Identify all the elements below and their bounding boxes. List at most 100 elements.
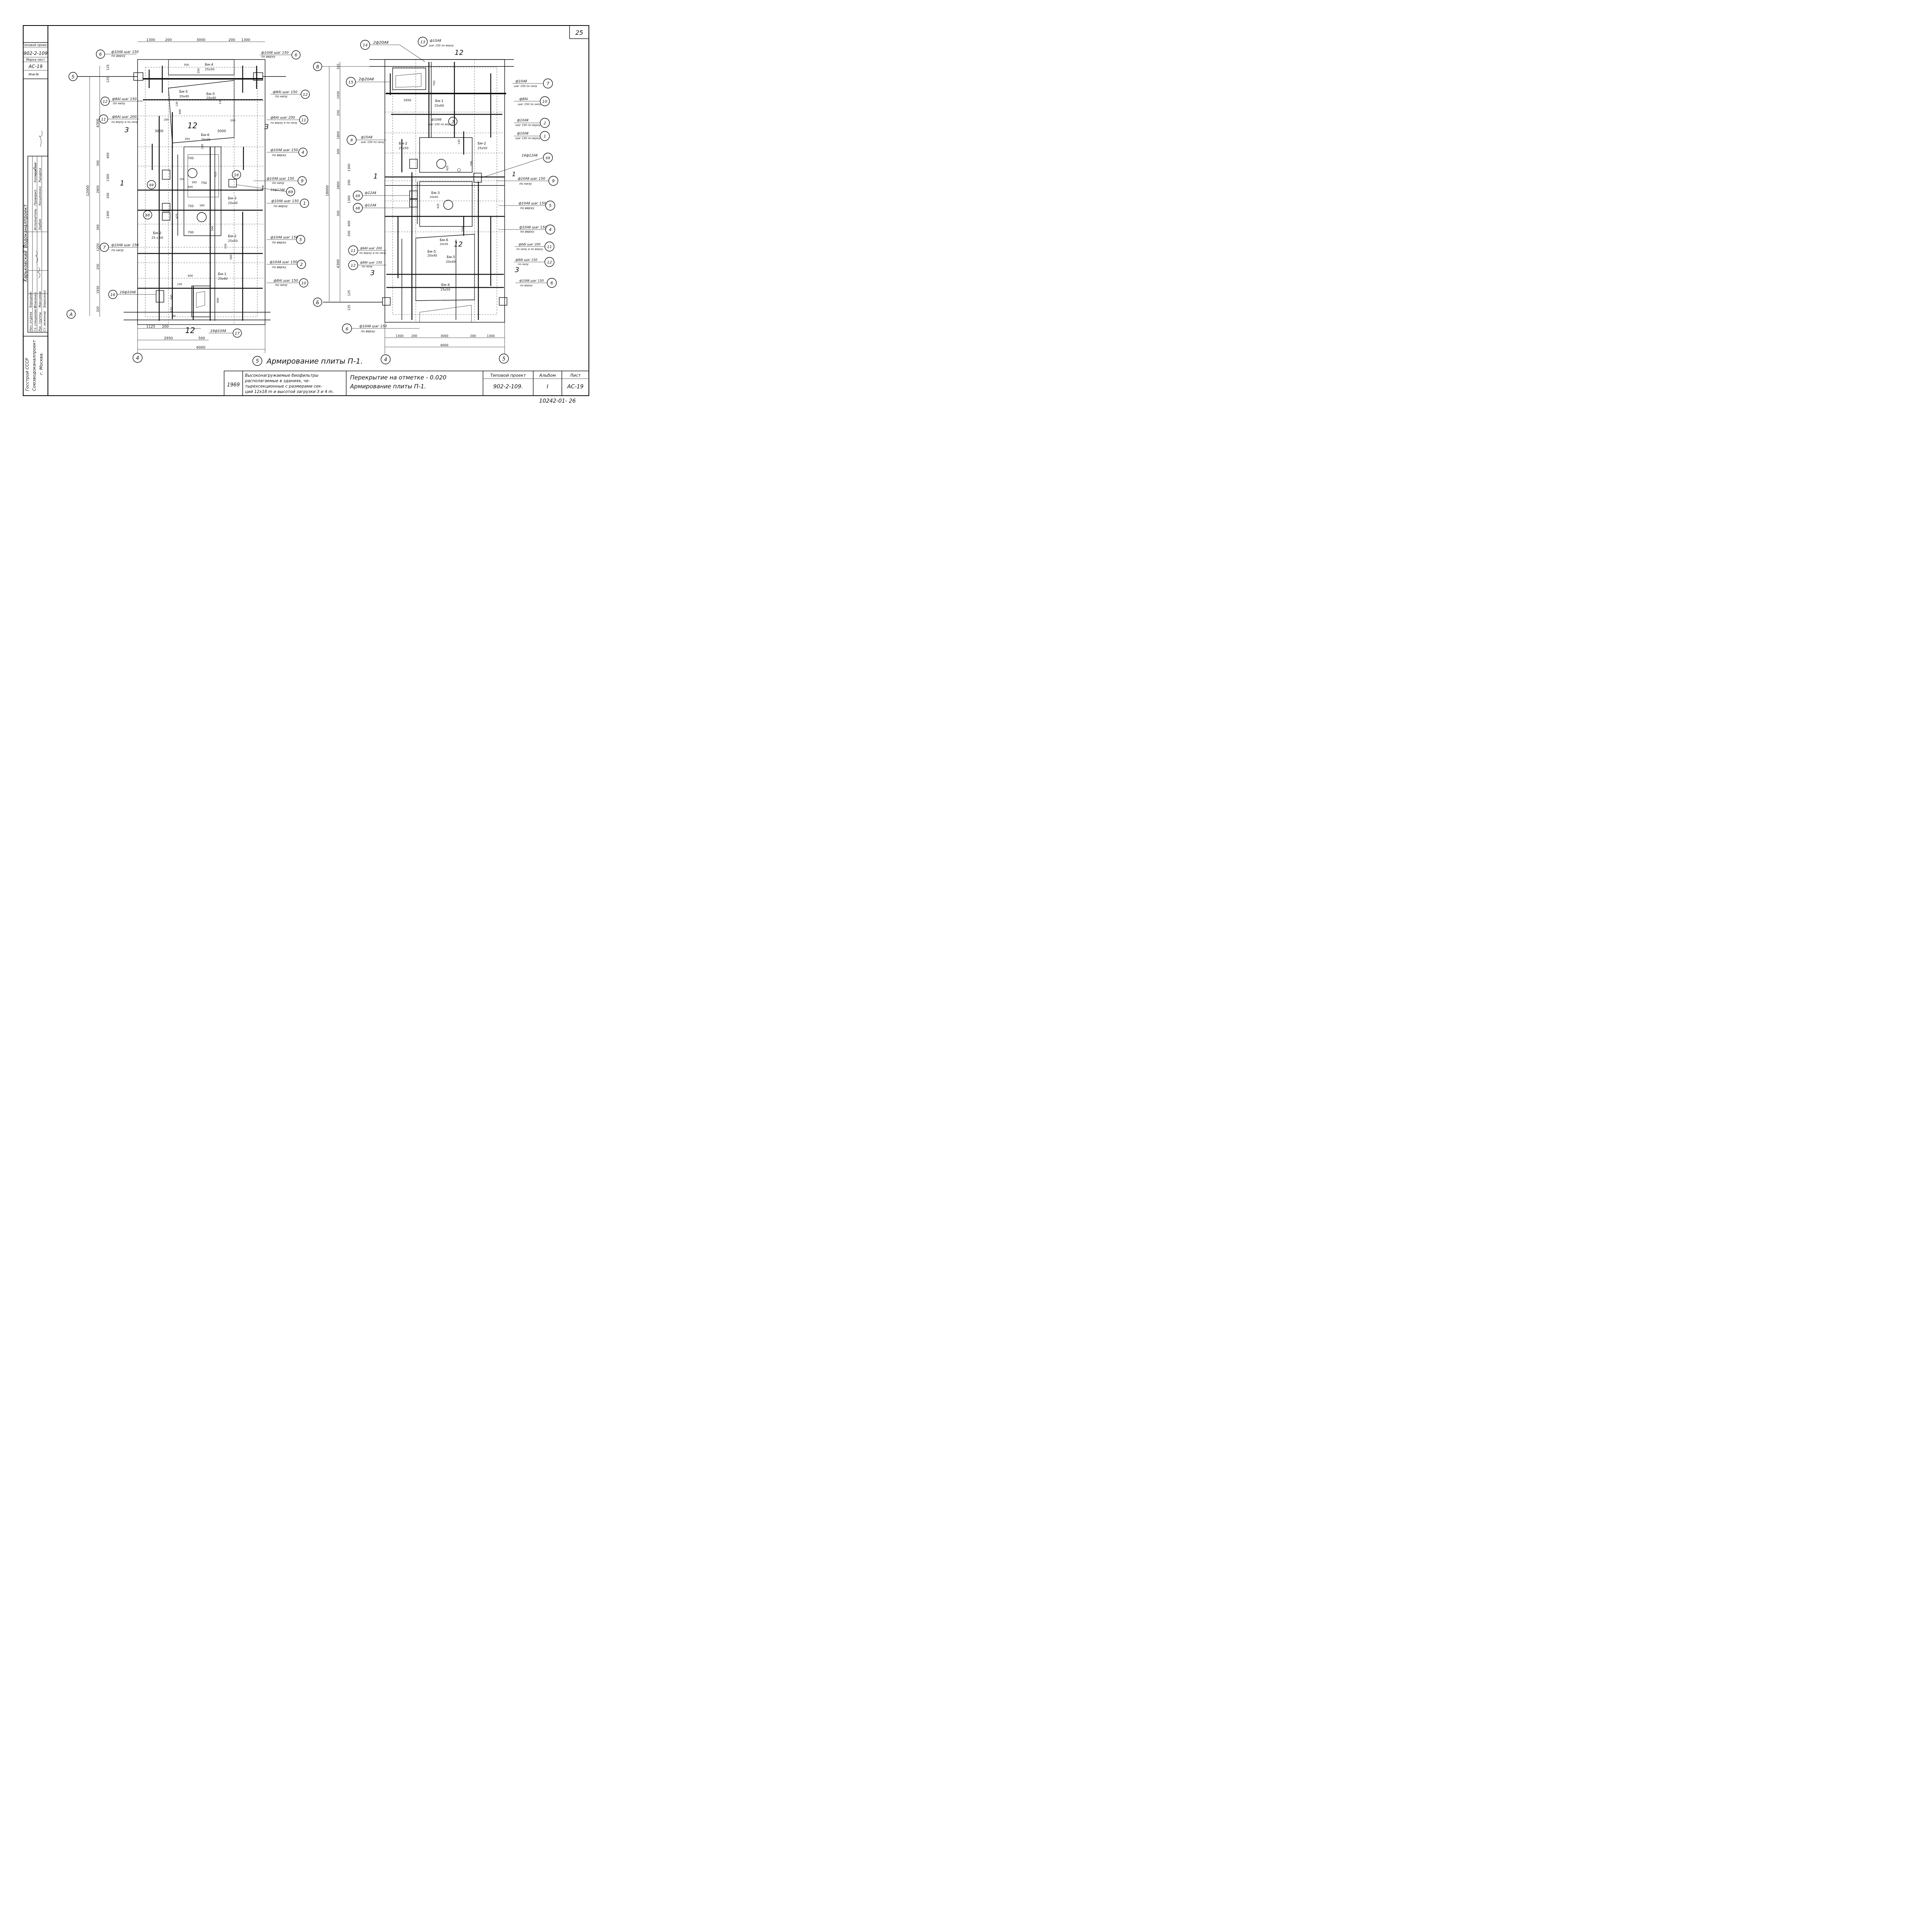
- dim-small: 400: [188, 185, 193, 189]
- callout-sub: шаг 150 по низу: [518, 103, 541, 106]
- sheet-value: АС-19: [567, 384, 583, 390]
- callout-number: 69: [355, 194, 360, 198]
- right-pipe-opening: [436, 159, 446, 169]
- callout-text: ф12АⅡ: [365, 191, 376, 195]
- stamp-col-label: Проверил: [34, 190, 37, 206]
- dim-label: 200: [347, 231, 351, 236]
- signature-mark: [35, 251, 38, 263]
- callout-sub: по низу: [518, 263, 529, 266]
- dim-small: 130: [175, 102, 179, 107]
- stamp-row-name: Максимов: [38, 291, 42, 308]
- axis-label: 4: [384, 357, 387, 363]
- stamp-inv-label: Инв.№: [29, 73, 39, 76]
- beam-mark: Бм-4: [205, 63, 213, 67]
- callout-number: 10: [543, 100, 548, 104]
- dim-label: 6000: [197, 346, 206, 350]
- callout-text: 16ф10АⅡ: [120, 291, 136, 294]
- dim-small: 200: [201, 144, 204, 149]
- sheet-number-box: [569, 25, 589, 39]
- dim-label: 1300: [347, 164, 351, 172]
- dim-label: 1930: [337, 91, 340, 99]
- left-mesh-68: [162, 203, 170, 211]
- beam-size: 25х50: [205, 68, 214, 71]
- sheet-label: Лист: [570, 373, 581, 378]
- callout-sub: по верху: [111, 54, 126, 58]
- zone-label: 12: [454, 240, 463, 248]
- zone-label: 3: [124, 126, 129, 134]
- dim-small: 750: [201, 181, 207, 185]
- callout-number: 14: [363, 43, 368, 48]
- callout-number: 5: [549, 203, 552, 208]
- beam-size: 25х50: [228, 239, 238, 243]
- dim-small: 30: [172, 315, 176, 318]
- callout-text: ф8АⅠ шаг 150: [360, 261, 382, 264]
- dim-label: 2950: [164, 337, 173, 340]
- stamp-row-role: Ст. инженер: [43, 311, 46, 332]
- callout-sub: по верху: [272, 241, 286, 244]
- dim-small: 750: [188, 204, 194, 208]
- dim-small: 130: [219, 99, 222, 104]
- callout-text: ф10АⅡ: [517, 132, 529, 136]
- dim-label: 125: [347, 290, 351, 296]
- zone-label: 1: [261, 184, 265, 192]
- dim-small: 130: [177, 283, 182, 286]
- sheet-number: 25: [575, 29, 583, 36]
- dim-small: 150: [179, 178, 184, 181]
- dim-small: 130: [457, 139, 461, 145]
- beam-mark: Бм-2: [399, 142, 407, 146]
- callout-text: ф10АⅡ шаг 150: [519, 279, 544, 282]
- callout-sub: по верху и по низу: [111, 121, 138, 124]
- stamp-city: г. Москва.: [39, 352, 44, 375]
- beam-mark: Бм-6: [201, 133, 209, 137]
- callout-number: 2: [300, 262, 303, 267]
- dim-label: 1300: [146, 38, 155, 42]
- zone-label: 3: [515, 266, 519, 274]
- dim-label: 1300: [242, 38, 250, 42]
- stamp-mark-value: АС-19: [28, 64, 43, 69]
- dim-label: 300: [337, 211, 340, 216]
- zone-label: 1: [373, 172, 378, 180]
- callout-sub: по верху: [520, 230, 534, 233]
- beam-size: 20х40: [206, 96, 216, 100]
- callout-number: 4: [549, 227, 552, 232]
- callout-number: 11: [351, 249, 356, 253]
- dim-small: 750: [433, 81, 436, 86]
- callout-number: 1: [544, 134, 546, 139]
- callout-text: ф10АⅡ: [430, 39, 441, 43]
- dim-small: 425: [437, 204, 440, 209]
- stamp-row-role: Рук. группы: [38, 312, 42, 332]
- callout-number: 13: [420, 40, 425, 44]
- left-mesh-16: [156, 290, 164, 303]
- dim-small: 700: [188, 231, 194, 234]
- dim-small: 425: [446, 166, 449, 171]
- stamp-org-department: Водоканалпроект: [23, 204, 28, 248]
- beam-size: 25х50: [440, 288, 450, 291]
- beam-mark: Бм-2: [478, 142, 486, 146]
- axis-bubble: [68, 72, 78, 81]
- callout-text: ф6АⅠ шаг 200: [270, 116, 295, 120]
- dim-label: 200: [162, 325, 168, 329]
- stamp-mark-label: Марка-лист: [26, 58, 45, 61]
- callout-number: 17: [235, 332, 240, 336]
- callout-number: 5: [299, 237, 302, 242]
- zone-label: 12: [187, 121, 197, 130]
- beam-size: 25х60: [434, 104, 444, 107]
- callout-number: 10: [301, 281, 306, 286]
- callout-sub: по низу: [275, 95, 287, 98]
- callout-sub: шаг 150 по верху: [429, 44, 454, 47]
- dim-small: 600: [188, 274, 193, 277]
- dim-label: 200: [165, 38, 172, 42]
- stamp-row-role: Гл. специалист: [34, 307, 37, 332]
- signature-mark: [39, 130, 43, 147]
- axis-bubble: [133, 353, 143, 363]
- signature-mark: [37, 267, 40, 279]
- left-mesh-69: [162, 170, 170, 180]
- dim-label: 600: [106, 153, 110, 158]
- callout-number: 69: [149, 184, 154, 187]
- typ-project-label: Типовой проект: [490, 373, 526, 378]
- dim-small: 500: [184, 63, 189, 66]
- callout-number: 6: [99, 52, 102, 57]
- callout-number: 9: [552, 179, 555, 184]
- callout-text: ф10АⅡ шаг 150: [518, 177, 545, 181]
- dim-label: 320: [96, 306, 100, 312]
